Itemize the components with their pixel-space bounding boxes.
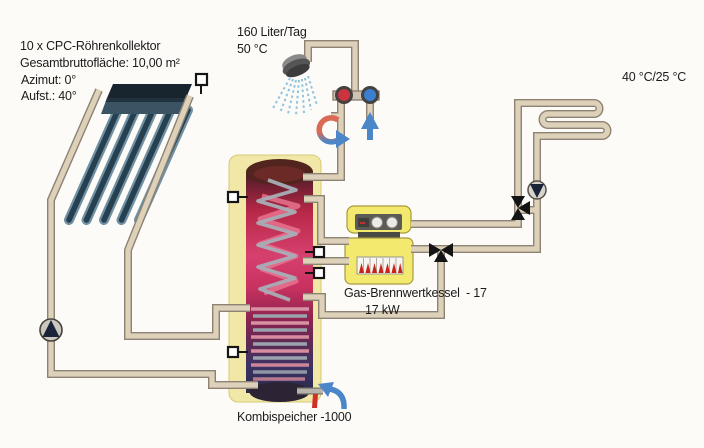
heating-temps-label: 40 °C/25 °C <box>622 70 686 84</box>
mixer-red-knob[interactable] <box>335 86 353 104</box>
tank-sensor-left-upper-icon <box>226 190 248 204</box>
boiler-connector <box>358 232 400 239</box>
heating-circuit[interactable] <box>429 180 547 262</box>
cold-water-inlet-arrow-icon <box>361 112 379 140</box>
solar-collector[interactable] <box>64 84 193 225</box>
tank-bottom-cap <box>249 382 310 402</box>
storage-tank[interactable] <box>228 154 322 403</box>
boiler-burner <box>356 256 404 275</box>
collector-tilt-label: Aufst.: 40° <box>21 89 77 103</box>
tank-lower-coil <box>251 307 309 395</box>
heating-mixing-valve-icon[interactable] <box>511 196 530 220</box>
tank-sensor-left-lower-icon <box>226 345 248 359</box>
collector-temperature-sensor-icon <box>194 72 209 94</box>
boiler-power-label: 17 kW <box>365 303 400 317</box>
collector-area-label: Gesamtbruttofläche: 10,00 m² <box>20 56 180 70</box>
flame-icon <box>359 263 403 273</box>
mixer-blue-knob[interactable] <box>361 86 379 104</box>
temperature-sensors <box>194 72 326 359</box>
collector-label: 10 x CPC-Röhrenkollektor <box>20 39 160 53</box>
tank-inner-coil <box>256 178 298 302</box>
collector-header <box>101 84 192 114</box>
shower-temp-label: 50 °C <box>237 42 268 56</box>
tank-label: Kombispeicher -1000 <box>237 410 352 424</box>
boiler-id-label: - 17 <box>466 286 487 300</box>
shower-head-icon <box>282 54 311 78</box>
tank-top-dome-inner <box>253 166 306 182</box>
collector-azimut-label: Azimut: 0° <box>21 73 76 87</box>
heating-pump-icon[interactable] <box>527 180 547 200</box>
solar-pump-icon[interactable] <box>39 318 63 342</box>
tank-inlet-arrow-icon <box>312 382 347 410</box>
circulation-arrow-icon <box>316 115 350 148</box>
shower-spray <box>271 75 318 116</box>
shower[interactable] <box>271 50 380 148</box>
shower-flow-label: 160 Liter/Tag <box>237 25 307 39</box>
tank-sensor-right-upper-icon <box>305 245 326 259</box>
mixer-bar <box>332 90 380 101</box>
boiler-control-panel <box>355 214 402 230</box>
gas-boiler[interactable] <box>344 205 414 285</box>
tank-sensor-right-lower-icon <box>305 266 326 280</box>
labels: 10 x CPC-Röhrenkollektor Gesamtbruttoflä… <box>20 25 686 424</box>
boiler-return-valve-icon[interactable] <box>429 243 453 262</box>
boiler-name-label: Gas-Brennwertkessel <box>344 286 460 300</box>
